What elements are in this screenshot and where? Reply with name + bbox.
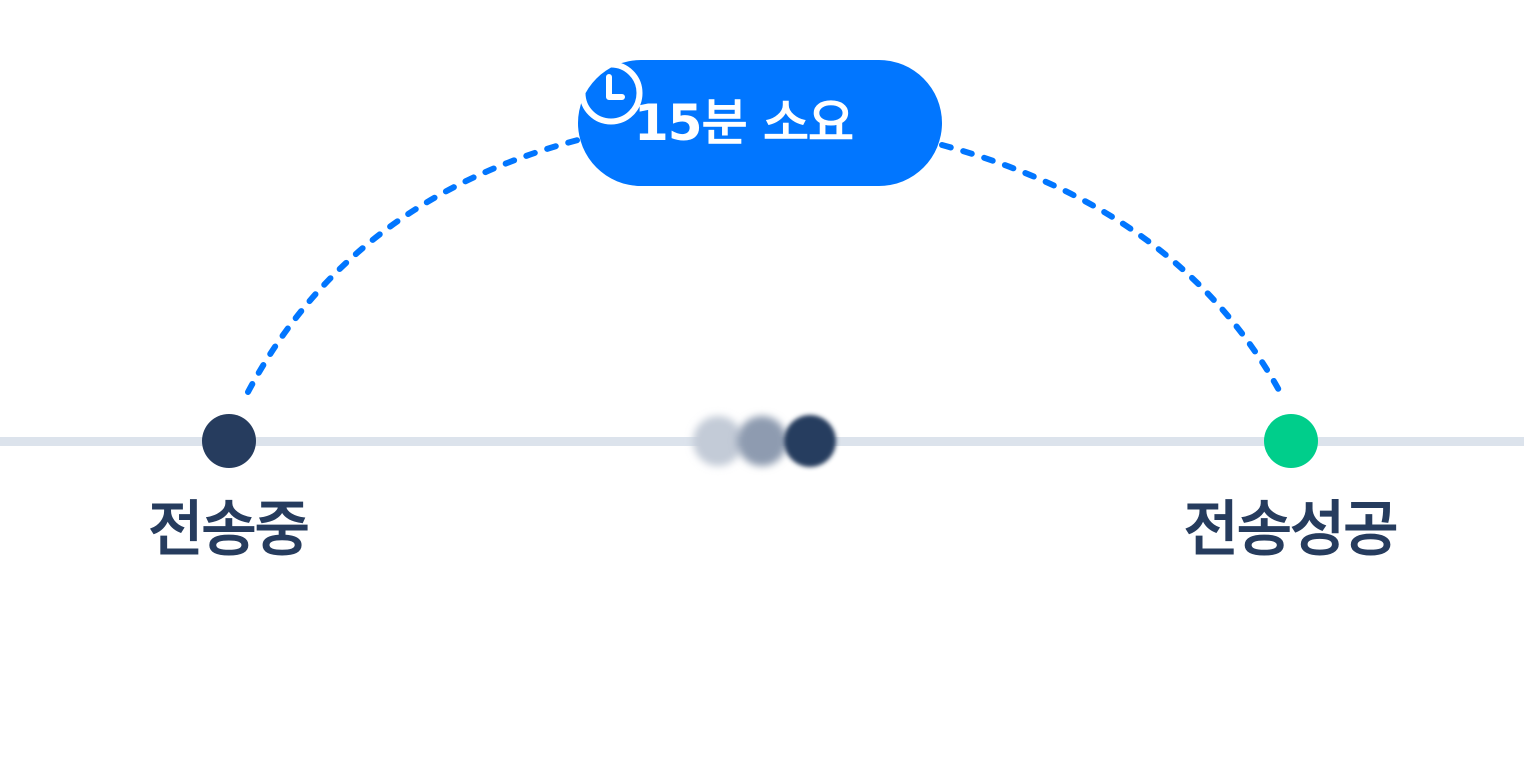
end-node-dot (1264, 414, 1318, 468)
duration-badge: 15분 소요 (578, 60, 942, 186)
duration-text: 15분 소요 (634, 94, 854, 152)
packet-trail-near (737, 416, 787, 466)
transfer-packet (693, 415, 836, 467)
clock-icon (579, 61, 643, 125)
end-node-label: 전송성공 (1183, 495, 1399, 565)
route-arc-right (939, 142, 1283, 395)
packet-trail-far (693, 416, 743, 466)
packet-dot (784, 415, 836, 467)
start-node-dot (202, 414, 256, 468)
route-arc-left (245, 137, 581, 395)
start-node-label: 전송중 (148, 495, 310, 565)
